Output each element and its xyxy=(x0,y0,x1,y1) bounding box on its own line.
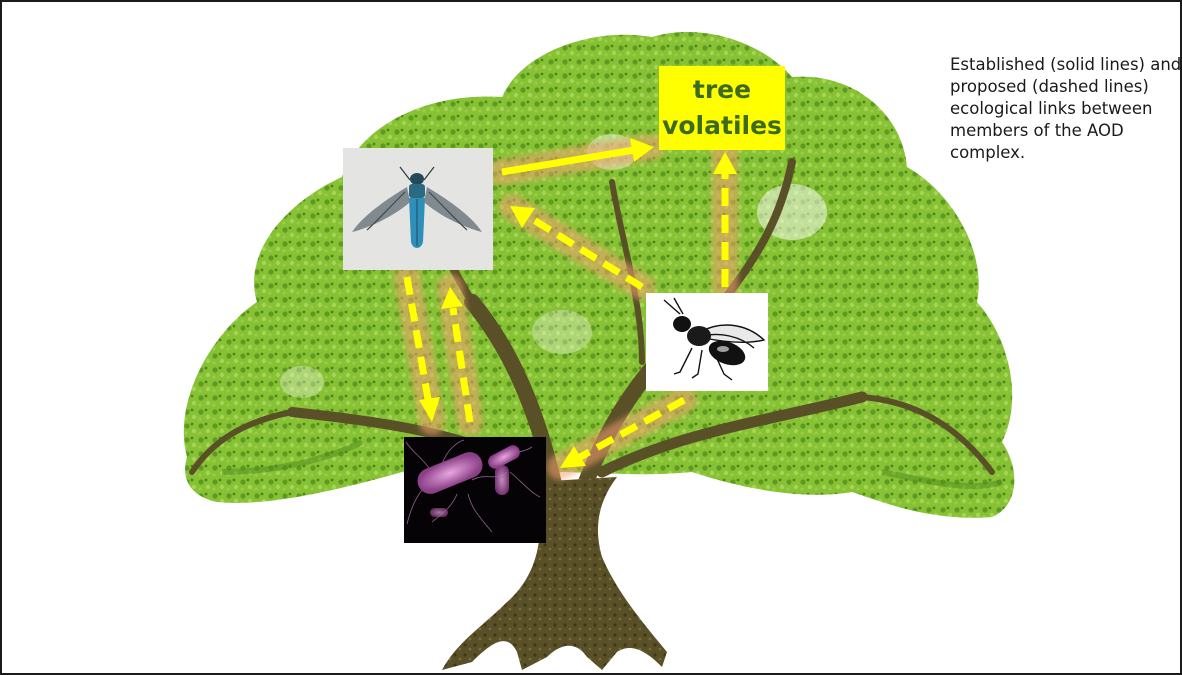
oak-tree-icon xyxy=(184,32,1015,670)
tree-volatiles-line1: tree xyxy=(659,72,785,108)
tree-volatiles-line2: volatiles xyxy=(659,108,785,144)
tree-volatiles-label: tree volatiles xyxy=(659,66,785,150)
jewel-beetle-photo-icon xyxy=(343,148,493,270)
rod-bacteria-micrograph-icon xyxy=(404,437,546,543)
parasitoid-wasp-drawing-icon xyxy=(646,293,768,391)
diagram-caption: Established (solid lines) and proposed (… xyxy=(950,54,1182,164)
